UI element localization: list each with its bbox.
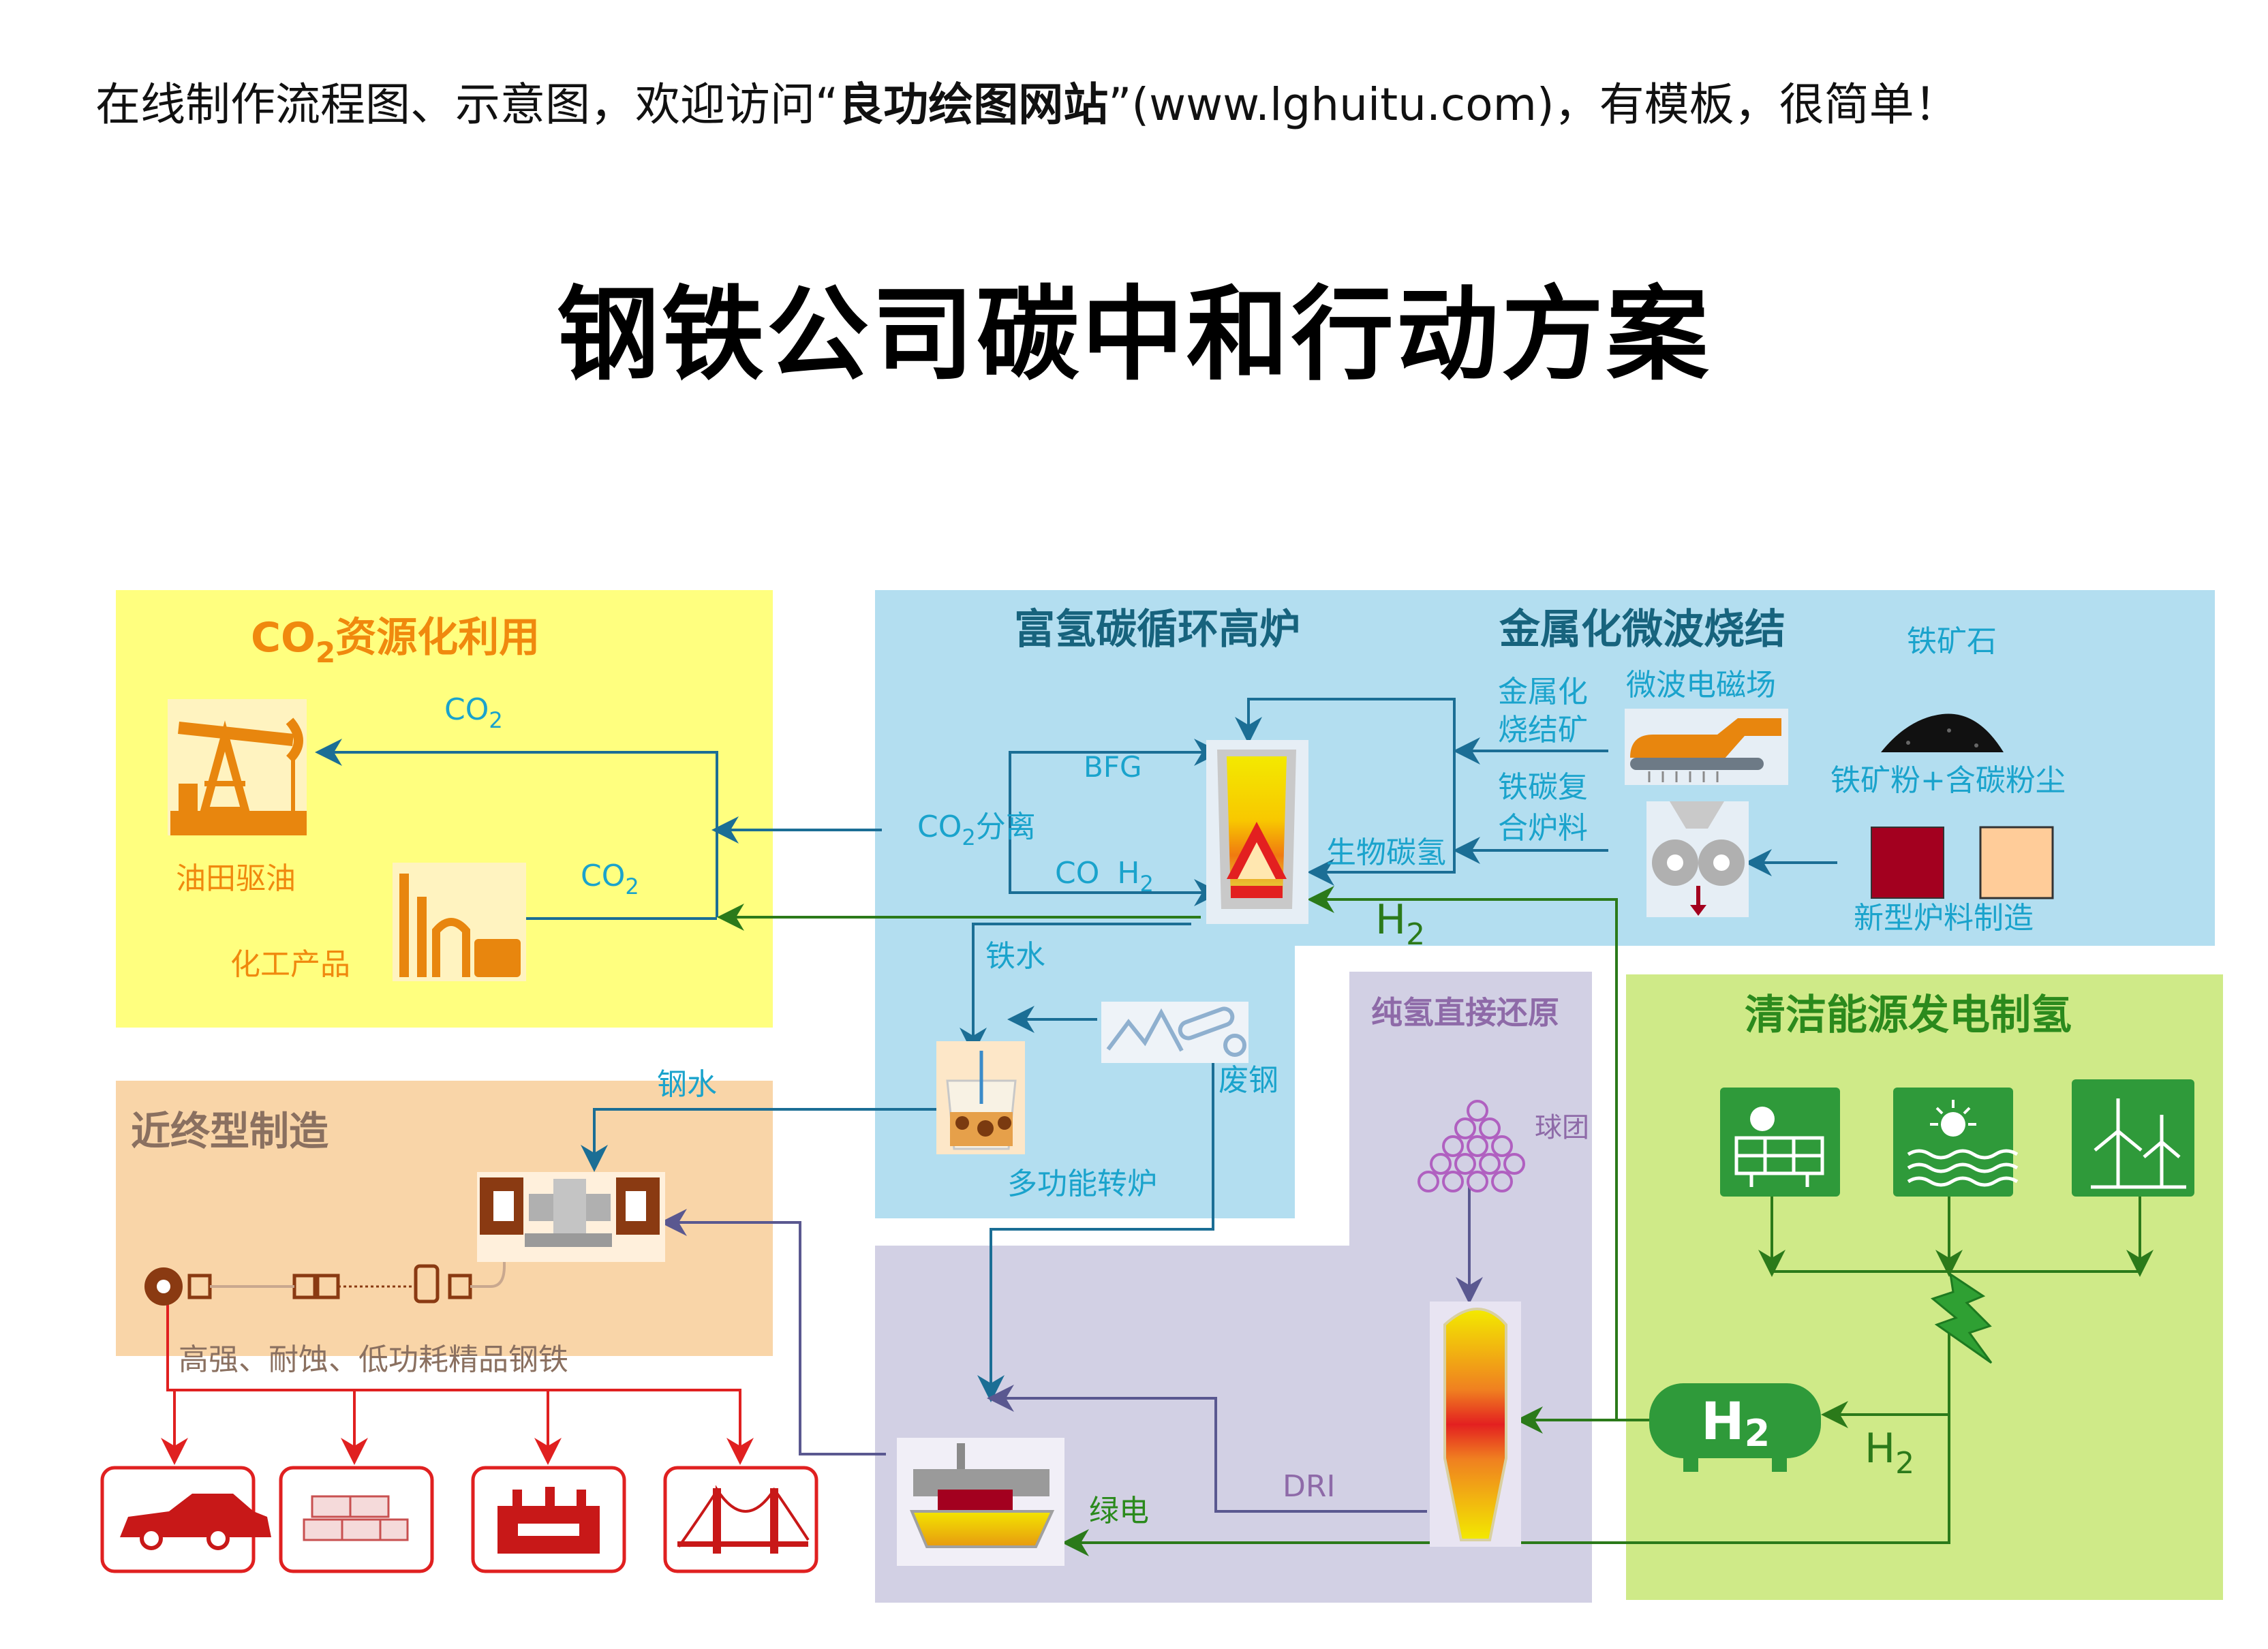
svg-text:H2: H2 — [1701, 1391, 1770, 1455]
lightning-icon — [1930, 1272, 1993, 1364]
zone-title-hydrogen-reduction: 纯氢直接还原 — [1371, 994, 1559, 1031]
arrow-dri-to-eaf — [987, 1385, 1427, 1513]
solar-panel-icon — [1720, 1088, 1840, 1197]
label-bfg: BFG — [1084, 750, 1142, 784]
electric-arc-furnace-icon — [897, 1438, 1064, 1566]
line-product-bus — [166, 1288, 741, 1391]
label-bio-ch: 生物碳氢 — [1326, 835, 1446, 870]
pellets-icon — [1418, 1100, 1525, 1192]
blast-furnace-icon — [1206, 740, 1308, 924]
label-metallized-2: 烧结矿 — [1498, 713, 1588, 748]
label-hot-metal: 铁水 — [985, 939, 1045, 974]
label-metallized-1: 金属化 — [1498, 675, 1588, 709]
label-chemical: 化工产品 — [230, 947, 350, 982]
zone-title-sinter: 金属化微波烧结 — [1499, 606, 1786, 653]
page-title: 钢铁公司碳中和行动方案 — [556, 276, 1711, 395]
banner-suffix: ”(www.lghuitu.com)，有模板，很简单！ — [1108, 78, 1959, 131]
arrow-bio-to-furnace — [1307, 859, 1456, 886]
bridge-icon — [663, 1466, 818, 1573]
banner-site-name[interactable]: 良功绘图网站 — [838, 78, 1109, 131]
label-co2-mid: CO2 — [581, 859, 639, 899]
arrow-co-h2 — [1009, 818, 1221, 906]
label-new-charge: 新型炉料制造 — [1854, 901, 2034, 936]
transformer-icon — [471, 1466, 626, 1573]
arrow-h2-to-furnace — [1307, 886, 1618, 1420]
arrow-hot-metal — [960, 923, 1191, 1055]
wave-energy-icon — [1893, 1088, 2019, 1197]
label-fe-c-2: 合炉料 — [1498, 811, 1588, 846]
label-oilfield: 油田驱油 — [176, 861, 296, 896]
arrow-co2-to-oilfield — [315, 739, 718, 917]
label-fe-c-1: 铁碳复 — [1498, 770, 1588, 805]
label-products: 高强、耐蚀、低功耗精品钢铁 — [179, 1342, 568, 1377]
hydrogen-tank-icon: H2 — [1649, 1383, 1821, 1472]
label-dri: DRI — [1283, 1469, 1335, 1504]
zone-title-co2-utilization: CO2资源化利用 — [251, 614, 540, 669]
arrow-molten-steel — [581, 1108, 940, 1172]
label-converter: 多功能转炉 — [1007, 1167, 1157, 1201]
label-pellet: 球团 — [1535, 1112, 1589, 1143]
charge-sample-peach — [1979, 826, 2054, 899]
label-scrap: 废钢 — [1219, 1063, 1278, 1098]
zone-clean-energy — [1626, 974, 2223, 1600]
building-material-icon — [279, 1466, 434, 1573]
label-co2-top: CO2 — [444, 692, 503, 733]
site-banner: 在线制作流程图、示意图，欢迎访问“良功绘图网站”(www.lghuitu.com… — [95, 68, 1959, 134]
car-icon — [100, 1466, 271, 1573]
label-h2-right: H2 — [1865, 1425, 1914, 1481]
rolling-line-icon — [144, 1262, 506, 1306]
ore-pile-icon — [1881, 713, 2004, 752]
arrow-scrap-to-eaf — [977, 1029, 1214, 1402]
continuous-caster-icon — [477, 1172, 665, 1262]
zone-title-blast-furnace: 富氢碳循环高炉 — [1014, 606, 1300, 653]
microwave-sinter-icon — [1625, 709, 1788, 785]
zone-title-clean-energy: 清洁能源发电制氢 — [1745, 991, 2072, 1039]
oil-pumpjack-icon — [168, 699, 307, 835]
label-ore-powder: 铁矿粉+含碳粉尘 — [1830, 763, 2066, 798]
label-green-power: 绿电 — [1089, 1494, 1149, 1528]
chemical-plant-icon — [393, 863, 526, 981]
scrap-steel-icon — [1101, 1002, 1248, 1063]
arrow-top-loop — [1235, 698, 1456, 859]
wind-turbine-icon — [2072, 1079, 2194, 1197]
label-h2-main: H2 — [1375, 896, 1425, 952]
roller-press-icon — [1646, 801, 1749, 917]
label-microwave: 微波电磁场 — [1626, 668, 1776, 703]
arrow-power-to-eaf — [1062, 1333, 1950, 1556]
label-iron-ore: 铁矿石 — [1907, 624, 1997, 659]
label-molten-steel: 钢水 — [657, 1067, 717, 1102]
shaft-furnace-icon — [1430, 1301, 1521, 1547]
converter-icon — [936, 1041, 1025, 1154]
charge-sample-dark-red — [1871, 827, 1944, 899]
zone-title-near-net: 近终型制造 — [131, 1108, 328, 1154]
label-co2-separation: CO2分离 — [917, 810, 1036, 850]
banner-prefix: 在线制作流程图、示意图，欢迎访问“ — [95, 78, 839, 131]
arrow-eaf-to-caster — [660, 1209, 886, 1455]
